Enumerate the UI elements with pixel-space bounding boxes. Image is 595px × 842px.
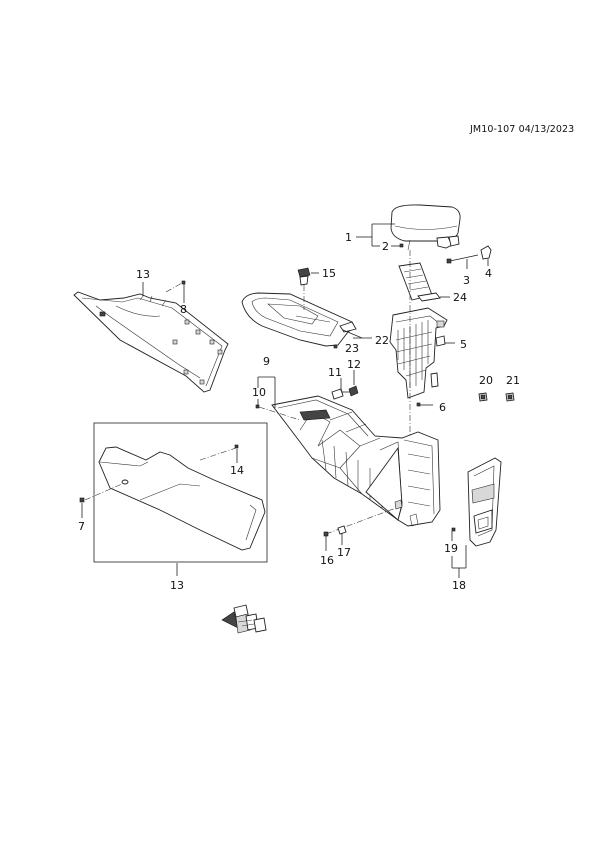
detail-inset-box — [93, 422, 268, 563]
callout-10: 10 — [252, 386, 266, 399]
callout-19: 19 — [444, 542, 458, 555]
callout-23: 23 — [345, 342, 359, 355]
callout-13-bottom: 13 — [170, 579, 184, 592]
console-side-panel-detail — [84, 444, 266, 551]
callout-13-top: 13 — [136, 268, 150, 281]
console-side-panel-left — [73, 291, 229, 393]
callout-20: 20 — [479, 374, 493, 387]
callout-21: 21 — [506, 374, 520, 387]
callout-22: 22 — [375, 334, 389, 347]
screws-16-17 — [323, 507, 397, 551]
callout-2: 2 — [382, 240, 389, 253]
callout-14: 14 — [230, 464, 244, 477]
rear-console-trim-panel — [451, 457, 502, 547]
callout-3: 3 — [463, 274, 470, 287]
callout-9: 9 — [263, 355, 270, 368]
leader-9-10 — [255, 376, 301, 421]
callout-17: 17 — [337, 546, 351, 559]
callout-16: 16 — [320, 554, 334, 567]
console-top-trim-plate — [241, 292, 357, 347]
callout-24: 24 — [453, 291, 467, 304]
lid-hinge-pin-and-latch — [446, 245, 492, 269]
console-storage-bracket — [389, 307, 455, 399]
clip-6 — [416, 402, 421, 407]
callout-4: 4 — [485, 267, 492, 280]
callout-6: 6 — [439, 401, 446, 414]
knob-15 — [297, 267, 319, 310]
screw-7 — [79, 497, 85, 503]
callout-5: 5 — [460, 338, 467, 351]
cup-holder-insert — [398, 262, 450, 302]
callout-15: 15 — [322, 267, 336, 280]
callout-18: 18 — [452, 579, 466, 592]
leader-8 — [165, 282, 183, 293]
diagram-reference-code: JM10-107 04/13/2023 — [470, 124, 575, 135]
callout-8: 8 — [180, 303, 187, 316]
clips-20-21 — [478, 392, 515, 402]
front-arrow-icon — [221, 604, 267, 634]
console-main-body — [271, 395, 441, 527]
callout-12: 12 — [347, 358, 361, 371]
callout-1: 1 — [345, 231, 352, 244]
callout-11: 11 — [328, 366, 342, 379]
callout-7: 7 — [78, 520, 85, 533]
leader-1-2 — [356, 223, 404, 248]
leader-22-23 — [333, 329, 372, 349]
bolt-11-and-clip-12 — [331, 370, 359, 400]
leader-18-19 — [451, 531, 467, 578]
armrest-lid — [390, 204, 461, 251]
screw-8 — [181, 280, 186, 285]
